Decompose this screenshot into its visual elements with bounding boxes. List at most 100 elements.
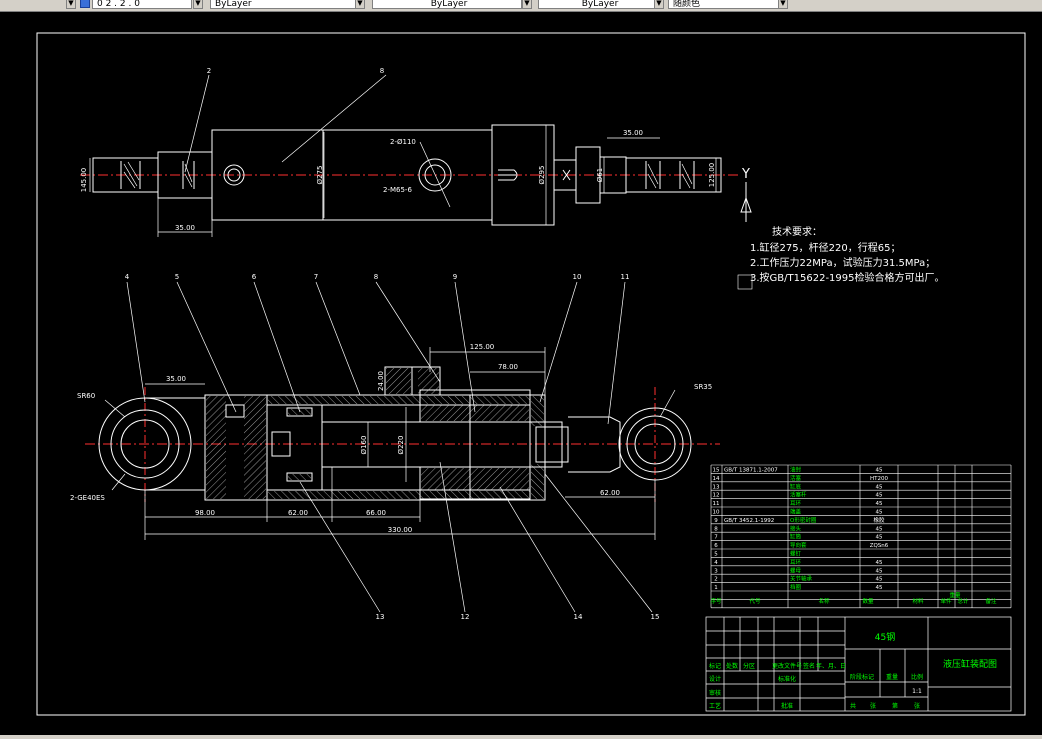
tech-title: 技术要求： [772, 225, 822, 238]
bom-row-no: 3 [714, 568, 718, 574]
layer-select-arrow[interactable]: ▼ [193, 0, 203, 9]
bom-row-name: 关节轴承 [790, 575, 813, 583]
title-material: 45钢 [875, 631, 895, 643]
balloon-4: 4 [125, 273, 130, 281]
bom-row-name: 螺钉 [790, 550, 802, 558]
balloon-7: 7 [314, 273, 318, 281]
title-row-label-3: 分区 [743, 662, 755, 670]
balloon-8: 8 [374, 273, 378, 281]
dim-sec-125: 125.00 [470, 343, 495, 351]
linetype-select-arrow[interactable]: ▼ [522, 0, 532, 9]
bom-row-no: 2 [714, 577, 718, 583]
dim-sec-24: 24.00 [377, 371, 385, 391]
bom-row-material: ZQSn6 [870, 543, 889, 549]
bom-row-no: 7 [714, 535, 718, 541]
bom-row-material: 45 [876, 526, 883, 532]
title-sheet-3: 第 [892, 702, 898, 710]
balloon-9: 9 [453, 273, 457, 281]
title-row-label-6: 年、月、日 [816, 662, 846, 670]
lineweight-select[interactable]: ByLayer [538, 0, 658, 9]
technical-requirements: 技术要求： 1.缸径275，杆径220，行程65； 2.工作压力22MPa，试验… [737, 225, 945, 290]
title-left-label-2: 标准化 [778, 675, 796, 683]
plotstyle-select-arrow[interactable]: ▼ [778, 0, 788, 9]
dim-top-phi275: Ø275 [316, 166, 324, 185]
bom-header-unit: 单件 [940, 597, 952, 605]
lineweight-select-arrow[interactable]: ▼ [654, 0, 664, 9]
bom-row-material: 45 [876, 510, 883, 516]
dim-sec-35: 35.00 [166, 375, 186, 383]
bom-header-qty: 数量 [862, 597, 874, 605]
balloon-6: 6 [252, 273, 257, 281]
title-weight-label: 重量 [886, 673, 898, 681]
top-rod-flat [562, 169, 571, 181]
bom-row-material: 45 [876, 568, 883, 574]
bom-row-no: 8 [714, 526, 718, 532]
layer-select[interactable]: 0 2 . 2 . 0 [92, 0, 192, 9]
title-left-label-1: 设计 [709, 675, 721, 683]
bom-header-material: 材料 [912, 597, 924, 605]
bom-row-name: 缸筒 [790, 533, 802, 541]
ucs-icon [737, 274, 753, 290]
dim-sec-62b: 62.00 [600, 489, 620, 497]
color-select[interactable]: ByLayer [210, 0, 360, 9]
dim-top-phi295: Ø295 [538, 166, 546, 185]
dim-sec-phi220: Ø220 [397, 436, 405, 455]
balloon-14: 14 [574, 613, 583, 621]
bom-row-material: HT200 [870, 476, 888, 482]
drawing-border [36, 32, 1026, 716]
top-right-hatch [647, 163, 693, 189]
layer-dropdown-arrow[interactable]: ▼ [66, 0, 76, 9]
balloon-10: 10 [573, 273, 582, 281]
top-port-left [223, 164, 245, 186]
dim-sec-98: 98.00 [195, 509, 215, 517]
top-left-bearing-lines [120, 161, 195, 189]
tech-line-1: 1.缸径275，杆径220，行程65； [750, 241, 900, 254]
title-row-label-4: 更改文件号 [772, 662, 802, 670]
title-left-label-5: 批准 [781, 702, 793, 710]
bom-row-no: 9 [714, 518, 718, 524]
top-right-eye [625, 157, 722, 193]
bom-row-material: 45 [876, 501, 883, 507]
bom-header-weight: 重量 [949, 591, 961, 599]
bom-row-code: GB/T 3452.1-1992 [724, 518, 774, 524]
dim-sec-66: 66.00 [366, 509, 386, 517]
dim-top-145: 145.00 [80, 168, 88, 193]
properties-toolbar: ▼ 0 2 . 2 . 0 ▼ ByLayer ▼ ByLayer ▼ ByLa… [0, 0, 1042, 12]
plotstyle-select[interactable]: 随颜色 [668, 0, 788, 9]
title-scale-value: 1:1 [912, 688, 922, 695]
title-sheet-1: 共 [850, 702, 856, 710]
bom-row-no: 15 [713, 468, 720, 474]
section-left-eye-neck [145, 397, 205, 491]
section-dimension-lines [104, 281, 676, 613]
bom-row-no: 1 [714, 585, 718, 591]
dim-sec-sr35: SR35 [694, 383, 712, 391]
linetype-select[interactable]: ByLayer [372, 0, 522, 9]
bom-row-name: 缸底 [790, 482, 802, 490]
bom-row-name: 活塞 [790, 474, 802, 482]
dim-top-phi61: Ø61 [596, 168, 604, 182]
title-block-frame [705, 616, 1012, 712]
bom-header-total: 总计 [957, 597, 969, 605]
view-marker-letter: Y [741, 167, 750, 182]
dim-top-35-right: 35.00 [623, 129, 643, 137]
view-arrow-icon [740, 196, 752, 213]
status-strip [0, 735, 1042, 739]
drawing-canvas[interactable]: 145.00 35.00 Ø275 2-Ø110 2-M65-6 Ø295 Ø6… [0, 12, 1042, 734]
bom-row-material: 45 [876, 484, 883, 490]
bom-row-material: 45 [876, 535, 883, 541]
section-left-eye-inner [120, 419, 170, 469]
section-hatching [206, 368, 544, 499]
balloon-12: 12 [461, 613, 470, 621]
bom-row-material: 45 [876, 493, 883, 499]
bom-row-material: 45 [876, 468, 883, 474]
tech-line-2: 2.工作压力22MPa，试验压力31.5MPa； [750, 256, 935, 269]
top-port-left-inner [227, 168, 241, 182]
color-select-arrow[interactable]: ▼ [355, 0, 365, 9]
top-port-right-inner [424, 164, 446, 186]
bom-row-no: 13 [713, 484, 720, 490]
bom-row-material: 45 [876, 560, 883, 566]
bom-row-no: 5 [714, 552, 718, 558]
bom-row-name: 耳环 [790, 559, 802, 566]
tech-line-3: 3.按GB/T15622-1995检验合格方可出厂。 [750, 271, 945, 284]
